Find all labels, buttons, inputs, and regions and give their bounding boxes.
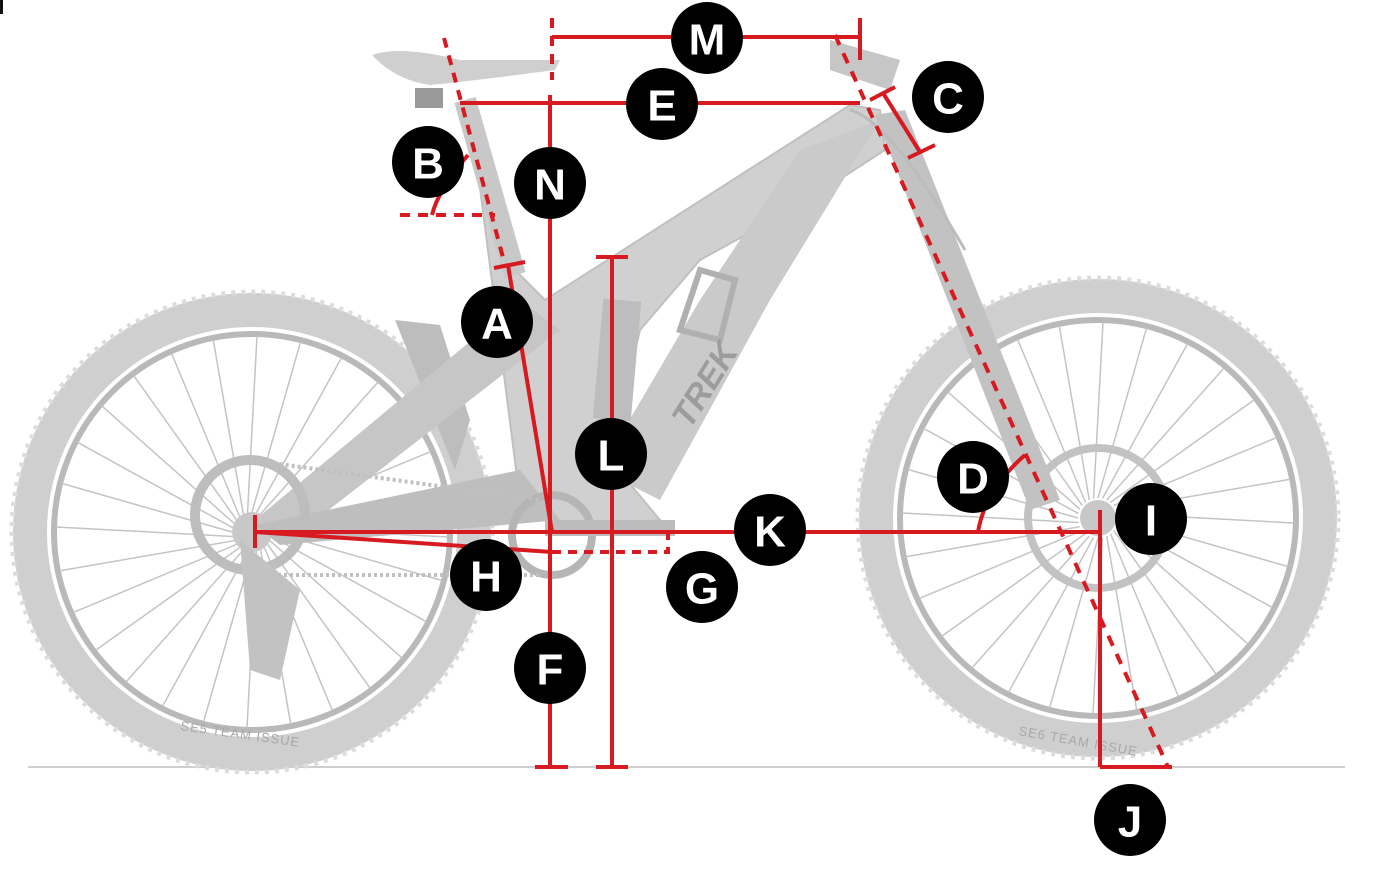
corner-mark — [0, 0, 3, 14]
line-seat-axis — [442, 37, 507, 266]
marker-label: E — [647, 82, 676, 131]
marker-h: H — [450, 539, 522, 611]
marker-g: G — [666, 551, 738, 623]
marker-label: B — [412, 140, 444, 189]
bottle-cage — [676, 266, 739, 344]
marker-circle — [734, 494, 806, 566]
marker-circle — [937, 441, 1009, 513]
marker-i: I — [1115, 483, 1187, 555]
brake-cable — [849, 108, 967, 251]
marker-d: D — [937, 441, 1009, 513]
marker-e: E — [626, 68, 698, 140]
seat-post — [454, 96, 526, 279]
marker-label: M — [689, 16, 726, 65]
marker-j: J — [1094, 784, 1166, 856]
marker-l: L — [575, 418, 647, 490]
marker-circle — [514, 147, 586, 219]
marker-label: L — [598, 432, 625, 481]
marker-k: K — [734, 494, 806, 566]
marker-circle — [1094, 784, 1166, 856]
markers: A B C D E F G H I J K L M N — [392, 2, 1187, 856]
fork — [875, 110, 1060, 510]
seat-clamp — [415, 88, 443, 108]
marker-m: M — [671, 2, 743, 74]
marker-circle — [450, 539, 522, 611]
line-c-top-cap — [869, 85, 896, 102]
line-c — [881, 91, 922, 154]
marker-circle — [626, 68, 698, 140]
chain-stay — [255, 470, 560, 545]
line-c-bottom-cap — [907, 143, 936, 160]
marker-b: B — [392, 126, 464, 198]
marker-label: K — [754, 508, 786, 557]
saddle — [372, 51, 560, 85]
marker-label: I — [1145, 497, 1157, 546]
marker-c: C — [912, 61, 984, 133]
marker-circle — [575, 418, 647, 490]
marker-circle — [514, 632, 586, 704]
handlebar — [830, 40, 900, 90]
marker-n: N — [514, 147, 586, 219]
marker-label: F — [537, 646, 564, 695]
marker-f: F — [514, 632, 586, 704]
marker-circle — [671, 2, 743, 74]
marker-label: N — [534, 161, 566, 210]
marker-label: C — [932, 75, 964, 124]
marker-label: J — [1118, 798, 1142, 847]
marker-circle — [461, 286, 533, 358]
line-g — [552, 532, 670, 554]
marker-circle — [912, 61, 984, 133]
bike-illustration: SE5 TEAM ISSUE SE6 TEAM ISSUE TREK — [9, 40, 1341, 775]
seat-stay — [255, 300, 560, 540]
derailleur — [240, 540, 300, 680]
marker-label: G — [685, 565, 719, 614]
line-steer-axis — [833, 34, 1170, 768]
marker-label: A — [481, 300, 513, 349]
marker-circle — [1115, 483, 1187, 555]
rear-shock — [592, 298, 642, 422]
marker-a: A — [461, 286, 533, 358]
marker-label: D — [957, 455, 989, 504]
chain — [249, 458, 541, 577]
marker-label: H — [470, 553, 502, 602]
marker-circle — [666, 551, 738, 623]
down-tube — [600, 120, 880, 500]
marker-circle — [392, 126, 464, 198]
line-a-cap — [493, 260, 526, 270]
